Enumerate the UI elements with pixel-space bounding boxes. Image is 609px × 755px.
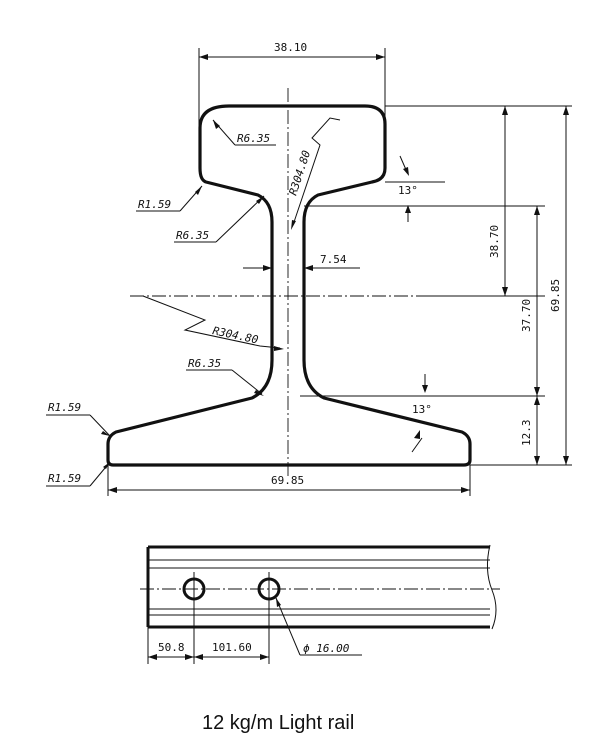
radius-upper-web: R304.80 bbox=[286, 117, 341, 230]
figure-caption: 12 kg/m Light rail bbox=[202, 712, 354, 734]
radius-lower-fillet-label: R6.35 bbox=[188, 357, 221, 370]
hole-spacing-label: 101.60 bbox=[212, 641, 252, 654]
radius-head-corner-label: R6.35 bbox=[237, 132, 270, 145]
radius-upper-fillet: R6.35 bbox=[174, 195, 265, 243]
hole-offset-label: 50.8 bbox=[158, 641, 185, 654]
web-height-label: 37.70 bbox=[520, 299, 533, 332]
base-slope-label: 13° bbox=[412, 403, 432, 416]
radius-lower-web-label: R304.80 bbox=[211, 324, 259, 346]
radius-lower-web: R304.80 bbox=[142, 295, 284, 351]
vertical-dimensions: 38.70 37.70 12.3 69.85 bbox=[300, 105, 572, 466]
base-slope-annotation: 13° bbox=[411, 374, 432, 453]
radius-head-corner: R6.35 bbox=[212, 119, 276, 146]
total-height-label: 69.85 bbox=[549, 279, 562, 312]
head-slope-annotation: 13° bbox=[385, 155, 445, 222]
base-height-label: 12.3 bbox=[520, 420, 533, 447]
head-to-web-label: 38.70 bbox=[488, 225, 501, 258]
hole-diameter-label: ϕ 16.00 bbox=[303, 642, 350, 655]
rail-profile-outline bbox=[106, 104, 472, 467]
radius-head-underside-label: R1.59 bbox=[138, 198, 171, 211]
radius-base-top-label: R1.59 bbox=[48, 401, 81, 414]
base-width-dimension: 69.85 bbox=[107, 465, 471, 496]
radius-lower-fillet: R6.35 bbox=[186, 357, 264, 396]
radius-upper-fillet-label: R6.35 bbox=[176, 229, 209, 242]
base-width-label: 69.85 bbox=[271, 474, 304, 487]
radius-base-bottom-label: R1.59 bbox=[48, 472, 81, 485]
web-thickness-dimension: 7.54 bbox=[243, 253, 360, 274]
radius-base-top: R1.59 bbox=[46, 401, 111, 437]
head-width-dimension: 38.10 bbox=[198, 41, 386, 128]
hole-dimensions: 50.8 101.60 ϕ 16.00 bbox=[148, 597, 362, 660]
radius-head-underside: R1.59 bbox=[136, 185, 203, 212]
side-elevation-view bbox=[140, 544, 500, 664]
radius-base-bottom: R1.59 bbox=[46, 461, 111, 487]
head-slope-label: 13° bbox=[398, 184, 418, 197]
head-width-label: 38.10 bbox=[274, 41, 307, 54]
radius-upper-web-label: R304.80 bbox=[286, 148, 313, 196]
web-thickness-label: 7.54 bbox=[320, 253, 347, 266]
